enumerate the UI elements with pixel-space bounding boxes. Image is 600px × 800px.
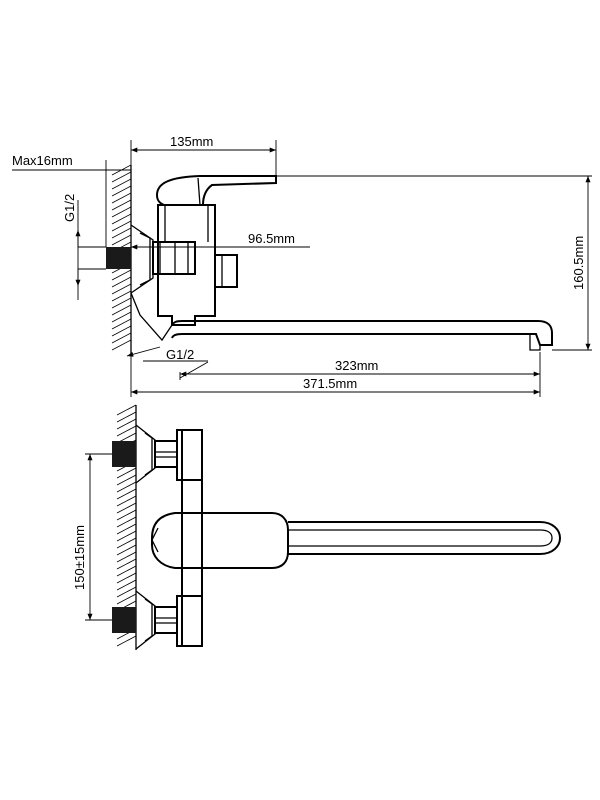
hatch-line <box>116 537 137 549</box>
hatch-line <box>111 171 132 183</box>
spout-side <box>171 320 553 346</box>
dim-135: 135mm <box>130 134 277 176</box>
hatch-line <box>111 178 132 190</box>
hatch-line <box>116 579 137 591</box>
label-150mm: 150±15mm <box>72 525 87 590</box>
label-g12-left: G1/2 <box>62 194 77 222</box>
plan-view <box>112 404 562 650</box>
cartridge-cap <box>214 254 238 288</box>
hatch-line <box>116 516 137 528</box>
hatch-line <box>116 418 137 430</box>
wall-pipe-lower <box>112 607 136 633</box>
hatch-line <box>111 332 132 344</box>
dim-max16: Max16mm <box>12 153 131 247</box>
label-135mm: 135mm <box>170 134 213 149</box>
hatch-line <box>111 199 132 211</box>
hatch-line <box>111 290 132 302</box>
label-371-5mm: 371.5mm <box>303 376 357 391</box>
hatch-line <box>111 325 132 337</box>
hatch-line <box>111 269 132 281</box>
hatch-line <box>111 276 132 288</box>
hatch-line <box>116 495 137 507</box>
mixer-body <box>157 204 216 326</box>
hatch-line <box>111 318 132 330</box>
plan-body <box>181 429 203 647</box>
label-96-5mm: 96.5mm <box>248 231 295 246</box>
hatch-line <box>111 297 132 309</box>
hatch-line <box>111 185 132 197</box>
lever-handle <box>155 175 277 206</box>
hatch-line <box>116 551 137 563</box>
hatch-line <box>116 572 137 584</box>
hatch-line <box>111 311 132 323</box>
hatch-line <box>116 565 137 577</box>
hatch-line <box>111 234 132 246</box>
hatch-line <box>111 283 132 295</box>
label-323mm: 323mm <box>335 358 378 373</box>
hatch-line <box>116 467 137 479</box>
hatch-line <box>116 404 137 416</box>
hatch-line <box>116 523 137 535</box>
wall-pipe-top <box>106 247 131 269</box>
dim-150: 150±15mm <box>72 453 112 621</box>
side-view <box>78 164 553 356</box>
hatch-line <box>116 474 137 486</box>
hatch-line <box>116 635 137 647</box>
hatch-line <box>111 213 132 225</box>
dim-323: 323mm <box>179 352 541 380</box>
hatch-line <box>116 411 137 423</box>
label-g12-bottom: G1/2 <box>166 347 194 362</box>
hatch-line <box>111 304 132 316</box>
dim-g12-left: G1/2 <box>62 194 81 300</box>
dim-96-5: 96.5mm <box>131 231 310 250</box>
hatch-line <box>111 220 132 232</box>
hatch-line <box>116 425 137 437</box>
hatch-line <box>111 192 132 204</box>
dim-g12-bottom: G1/2 <box>126 346 209 379</box>
label-max16mm: Max16mm <box>12 153 73 168</box>
union-nut <box>152 241 196 275</box>
wall-pipe-upper <box>112 441 136 467</box>
hatch-line <box>116 530 137 542</box>
handle-plan <box>151 512 289 569</box>
hatch-line <box>116 593 137 605</box>
dim-160-5: 160.5mm <box>276 175 592 351</box>
dim-371-5: 371.5mm <box>130 356 541 397</box>
label-160-5mm: 160.5mm <box>571 236 586 290</box>
hatch-line <box>116 488 137 500</box>
spout-plan <box>288 521 562 555</box>
hatch-line <box>116 558 137 570</box>
hatch-line <box>116 544 137 556</box>
hatch-line <box>116 509 137 521</box>
hatch-line <box>116 586 137 598</box>
hatch-line <box>116 502 137 514</box>
hatch-line <box>111 339 132 351</box>
hatch-line <box>111 227 132 239</box>
lower-body <box>130 292 173 342</box>
hatch-line <box>111 206 132 218</box>
hatch-line <box>116 481 137 493</box>
